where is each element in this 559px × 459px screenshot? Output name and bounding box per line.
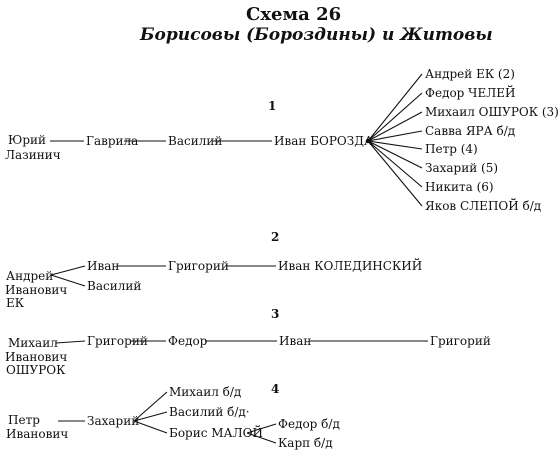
grandchild-fedor-4: Федор б/д (278, 417, 340, 431)
child-savva-yara: Савва ЯРА б/д (425, 124, 516, 138)
person-zakhariy-4: Захарий (87, 414, 140, 428)
person-grigoriy-3b: Григорий (430, 334, 491, 348)
person-gavrila: Гаврила (86, 134, 139, 148)
child-zakhariy: Захарий (5) (425, 161, 499, 175)
person-grigoriy-2: Григорий (168, 259, 229, 273)
person-petr: Петр (8, 413, 40, 427)
child-yakov-slepoy: Яков СЛЕПОЙ б/д (425, 199, 542, 213)
person-mikhail-nickname: ОШУРОК (6, 363, 66, 377)
person-mikhail: Михаил (8, 336, 58, 350)
person-ivan-3: Иван (279, 334, 312, 348)
child-mikhail-oshurok: Михаил ОШУРОК (3) (425, 105, 559, 119)
person-vasiliy-1: Василий (168, 134, 223, 148)
person-yuriy: Юрий (8, 133, 46, 147)
person-mikhail-patronymic: Иванович (5, 350, 68, 364)
person-fedor-3: Федор (168, 334, 208, 348)
section-number-3: 3 (271, 307, 280, 321)
person-ivan-borozda: Иван БОРОЗДА (274, 134, 374, 148)
person-petr-patronymic: Иванович (6, 427, 69, 441)
child-mikhail-4: Михаил б/д (169, 385, 242, 399)
person-andrey-patronymic: Иванович (5, 283, 68, 297)
child-nikita: Никита (6) (425, 180, 494, 194)
section-number-4: 4 (271, 382, 280, 396)
person-vasiliy-2: Василий (87, 279, 142, 293)
person-grigoriy-3: Григорий (87, 334, 148, 348)
scheme-subtitle: Борисовы (Бороздины) и Житовы (140, 25, 493, 45)
person-andrey: Андрей (6, 269, 54, 283)
section-number-2: 2 (271, 230, 280, 244)
scheme-title: Схема 26 (246, 4, 342, 25)
section-number-1: 1 (268, 99, 277, 113)
child-fedor-cheley: Федор ЧЕЛЕЙ (425, 86, 516, 100)
person-ivan-2: Иван (87, 259, 120, 273)
person-yuriy-patronymic: Лазинич (5, 148, 61, 162)
person-ivan-koledinskiy: Иван КОЛЕДИНСКИЙ (278, 259, 423, 273)
child-vasiliy-4: Василий б/д· (169, 405, 250, 419)
grandchild-karp: Карп б/д (278, 436, 333, 450)
child-andrey-ek: Андрей ЕК (2) (425, 67, 515, 81)
person-andrey-nickname: ЕК (6, 296, 25, 310)
child-boris-maloy: Борис МАЛОЙ (169, 426, 263, 440)
child-petr: Петр (4) (425, 142, 478, 156)
